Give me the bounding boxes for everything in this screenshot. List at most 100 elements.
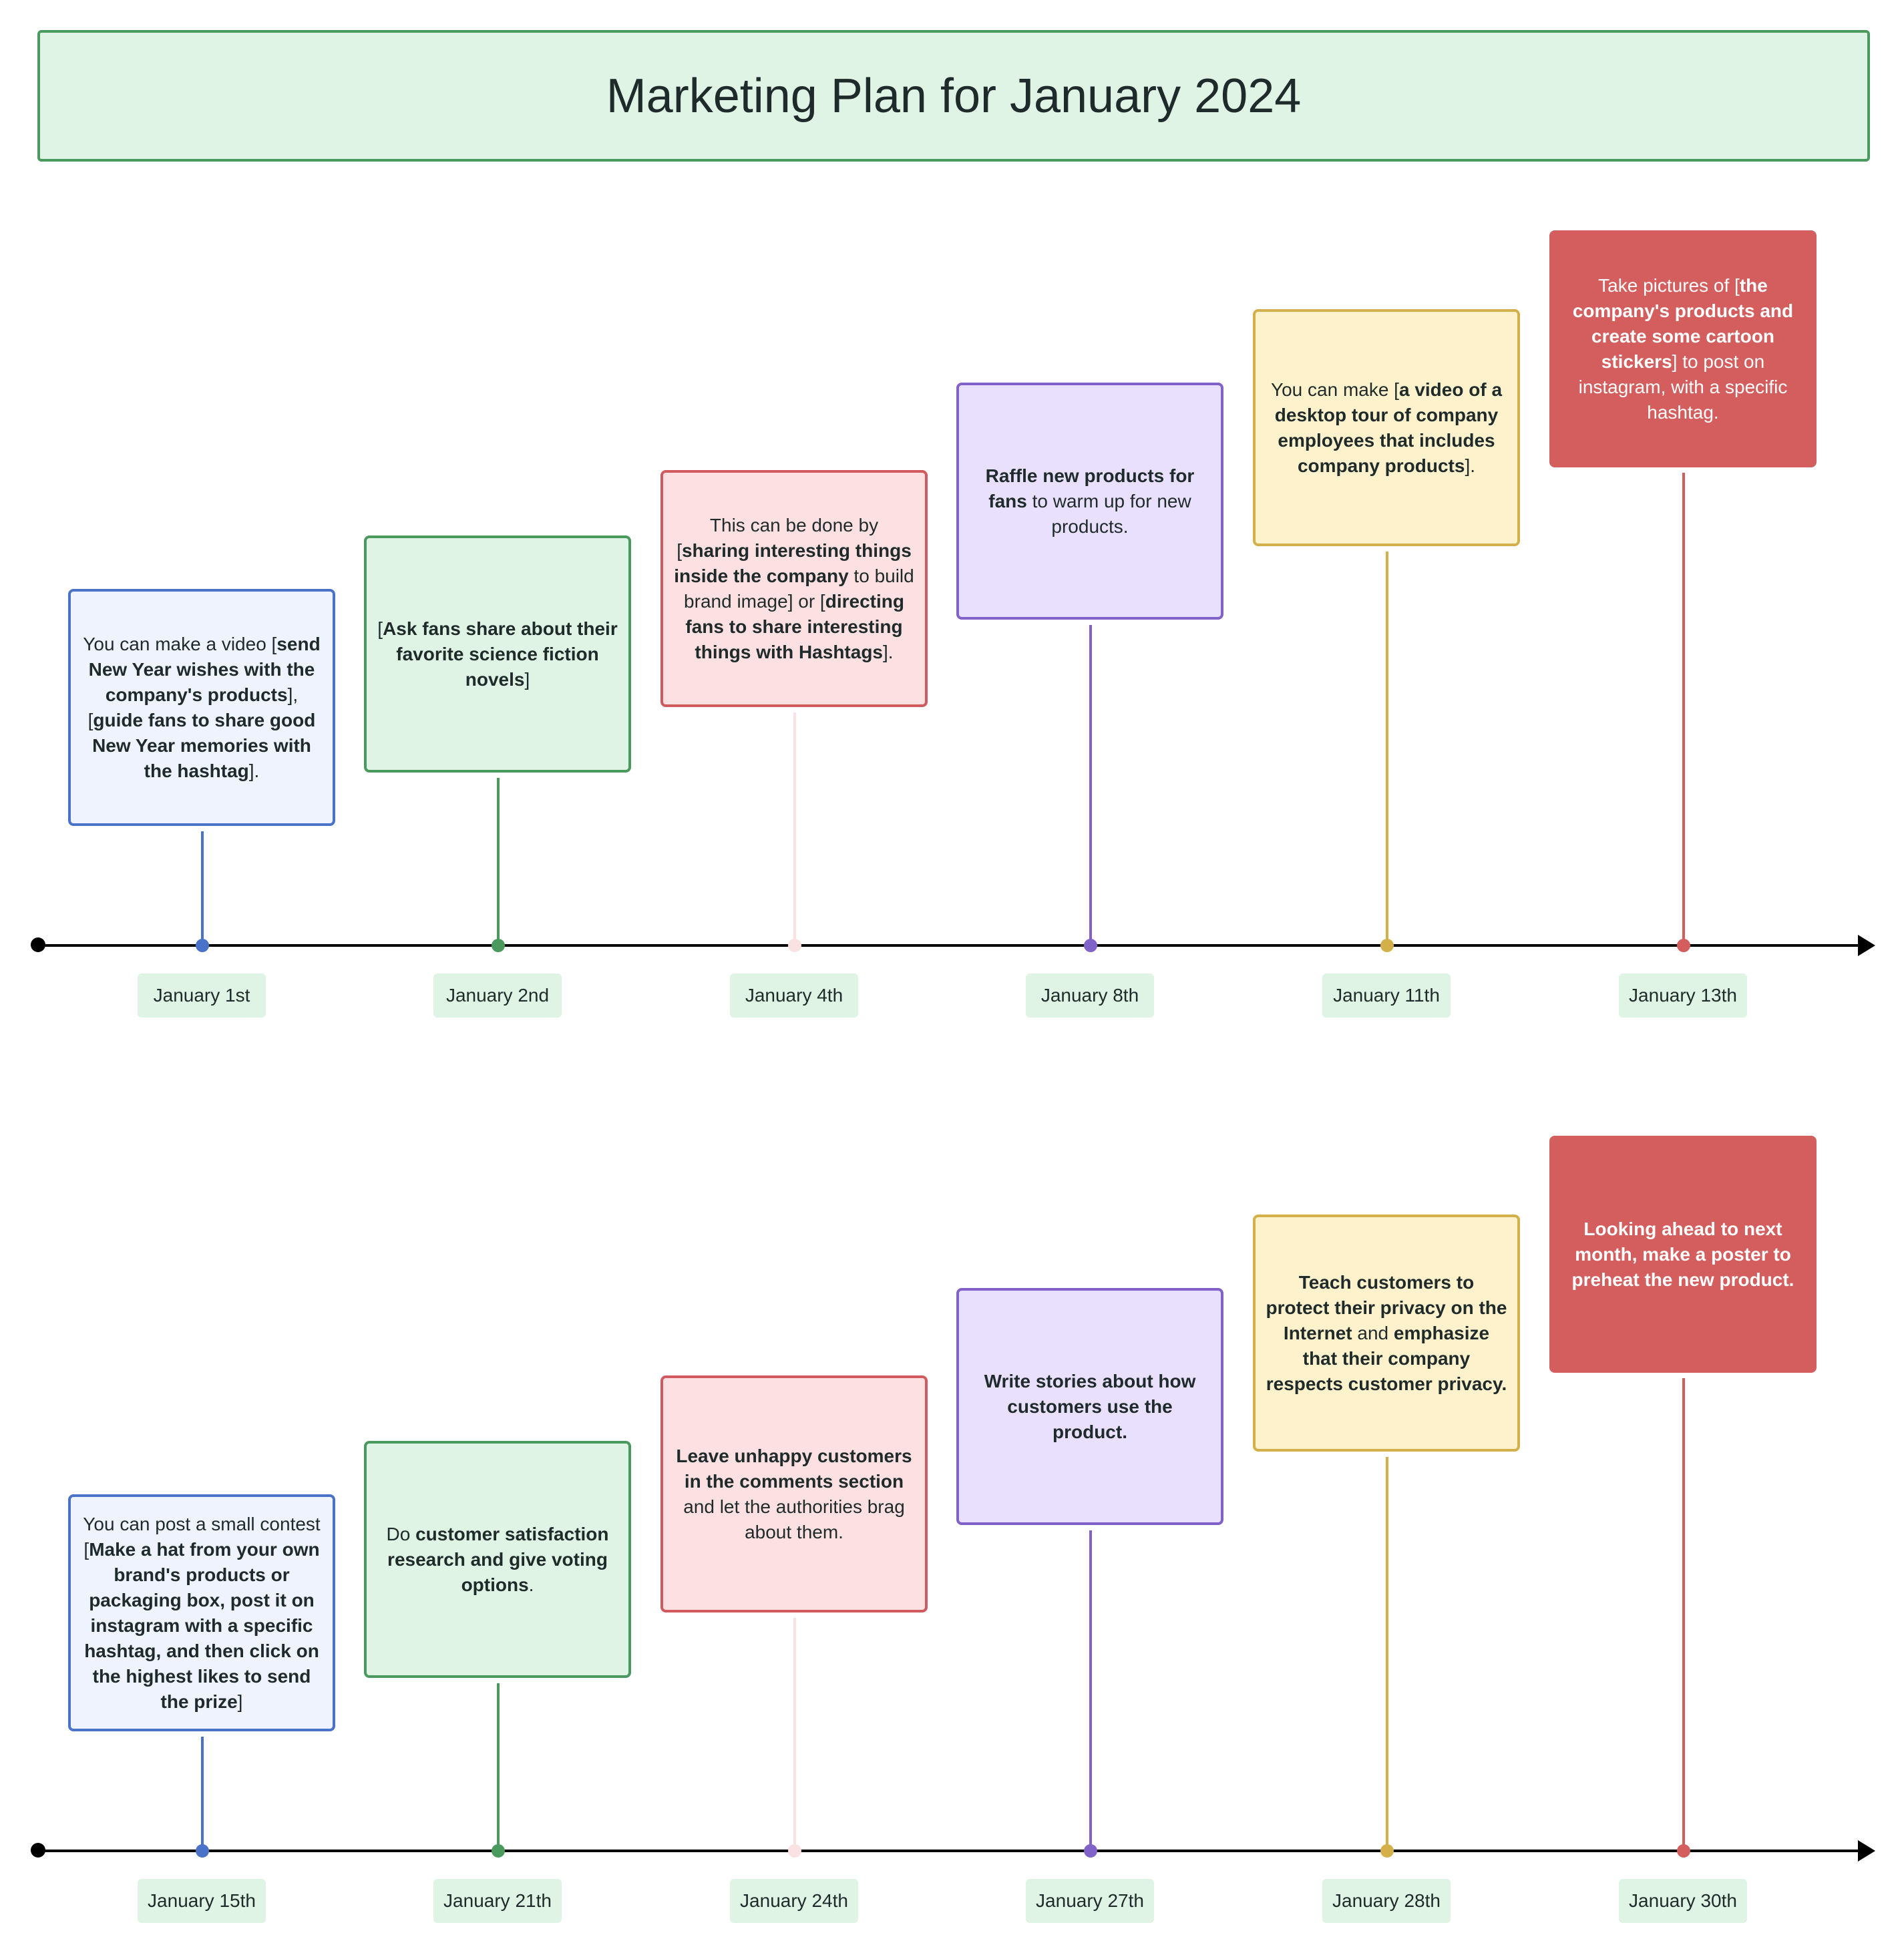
event-card: Teach customers to protect their privacy… [1253,1215,1520,1452]
event-description: You can post a small contest [Make a hat… [80,1512,323,1715]
event-text: to build brand image] or [ [684,565,914,612]
event-text: ], [ [87,684,299,730]
event-connector [1682,1378,1685,1851]
event-text-bold: customer satisfaction research and give … [387,1523,609,1595]
event-date-label: January 15th [138,1879,266,1923]
event-text: to warm up for new products. [1026,490,1191,537]
event-description: You can make a video [send New Year wish… [80,632,323,784]
title-box: Marketing Plan for January 2024 [37,30,1870,162]
event-marker-dot [1084,1844,1097,1858]
event-connector [201,1737,204,1851]
event-text: Take pictures of [ [1598,274,1740,296]
timeline-axis [37,1850,1869,1852]
event-text: ] [237,1691,243,1712]
event-text-bold: emphasize that their company respects cu… [1266,1322,1507,1394]
event-text: and let the authorities brag about them. [683,1496,905,1542]
event-text: ]. [248,760,260,781]
event-marker-dot [196,939,209,952]
event-marker-dot [492,1844,505,1858]
timeline-axis [37,944,1869,947]
event-text-bold: a video of a desktop tour of company emp… [1274,379,1503,476]
event-marker-dot [1677,1844,1690,1858]
event-text-bold: Teach customers to protect their privacy… [1266,1271,1507,1343]
event-connector [497,778,500,945]
event-card: Leave unhappy customers in the comments … [660,1375,928,1612]
axis-arrow-icon [1858,935,1875,956]
event-description: Take pictures of [the company's products… [1561,273,1804,425]
event-date-label: January 21th [433,1879,562,1923]
event-marker-dot [1084,939,1097,952]
event-card: Raffle new products for fans to warm up … [956,383,1223,620]
event-text: Do [386,1523,416,1544]
event-card: Do customer satisfaction research and gi… [364,1441,631,1678]
event-text: ]. [883,641,894,662]
event-card: Take pictures of [the company's products… [1549,230,1817,467]
event-connector [793,1618,796,1851]
event-connector [1682,473,1685,945]
event-marker-dot [1677,939,1690,952]
event-date-label: January 27th [1026,1879,1154,1923]
event-description: You can make [a video of a desktop tour … [1265,377,1508,479]
event-text-bold: Raffle new products for fans [985,465,1195,511]
event-marker-dot [788,939,801,952]
event-text: You can post a small contest [ [83,1513,321,1560]
event-text-bold: guide fans to share good New Year memori… [92,709,316,781]
event-date-label: January 11th [1322,974,1451,1018]
event-text: ] to post on instagram, with a specific … [1578,351,1788,423]
event-card: Looking ahead to next month, make a post… [1549,1136,1817,1373]
event-text-bold: Leave unhappy customers in the comments … [676,1445,912,1492]
event-card: You can post a small contest [Make a hat… [68,1494,335,1731]
event-date-label: January 1st [138,974,266,1018]
event-description: This can be done by [sharing interesting… [673,513,916,665]
event-card: Write stories about how customers use th… [956,1288,1223,1525]
event-text-bold: Ask fans share about their favorite scie… [383,618,618,690]
event-text-bold: Write stories about how customers use th… [984,1370,1196,1442]
event-text-bold: Make a hat from your own brand's product… [84,1538,320,1712]
event-date-label: January 2nd [433,974,562,1018]
event-description: Teach customers to protect their privacy… [1265,1270,1508,1397]
event-connector [497,1683,500,1851]
event-date-label: January 13th [1619,974,1747,1018]
event-description: Raffle new products for fans to warm up … [968,463,1211,539]
event-text: [ [377,618,383,639]
event-card: [Ask fans share about their favorite sci… [364,535,631,773]
event-text: You can make [ [1270,379,1399,400]
event-marker-dot [492,939,505,952]
event-marker-dot [788,1844,801,1858]
event-card: This can be done by [sharing interesting… [660,470,928,707]
event-marker-dot [1380,939,1394,952]
event-connector [1386,1457,1388,1851]
event-connector [1089,1530,1092,1851]
event-text: You can make a video [ [83,633,277,654]
axis-start-dot [31,937,45,952]
event-marker-dot [196,1844,209,1858]
event-description: Do customer satisfaction research and gi… [376,1522,619,1598]
event-text: ]. [1465,455,1476,476]
event-date-label: January 28th [1322,1879,1451,1923]
event-text: . [528,1574,534,1595]
event-description: [Ask fans share about their favorite sci… [376,616,619,692]
event-text-bold: directing fans to share interesting thin… [685,590,904,662]
event-card: You can make a video [send New Year wish… [68,589,335,826]
event-date-label: January 30th [1619,1879,1747,1923]
event-connector [201,831,204,945]
event-connector [1089,625,1092,945]
axis-start-dot [31,1843,45,1858]
event-text-bold: sharing interesting things inside the co… [674,539,912,586]
event-connector [1386,552,1388,945]
event-text: and [1352,1322,1394,1343]
axis-arrow-icon [1858,1840,1875,1862]
event-text: This can be done by [ [677,514,879,561]
event-description: Leave unhappy customers in the comments … [673,1444,916,1545]
event-date-label: January 4th [730,974,858,1018]
event-text-bold: Looking ahead to next month, make a post… [1571,1218,1794,1290]
event-card: You can make [a video of a desktop tour … [1253,309,1520,546]
event-description: Write stories about how customers use th… [968,1369,1211,1445]
event-date-label: January 8th [1026,974,1154,1018]
event-marker-dot [1380,1844,1394,1858]
event-connector [793,712,796,945]
event-date-label: January 24th [730,1879,858,1923]
event-text-bold: the company's products and create some c… [1572,274,1794,372]
event-text: ] [524,668,530,690]
event-text-bold: send New Year wishes with the company's … [88,633,321,705]
